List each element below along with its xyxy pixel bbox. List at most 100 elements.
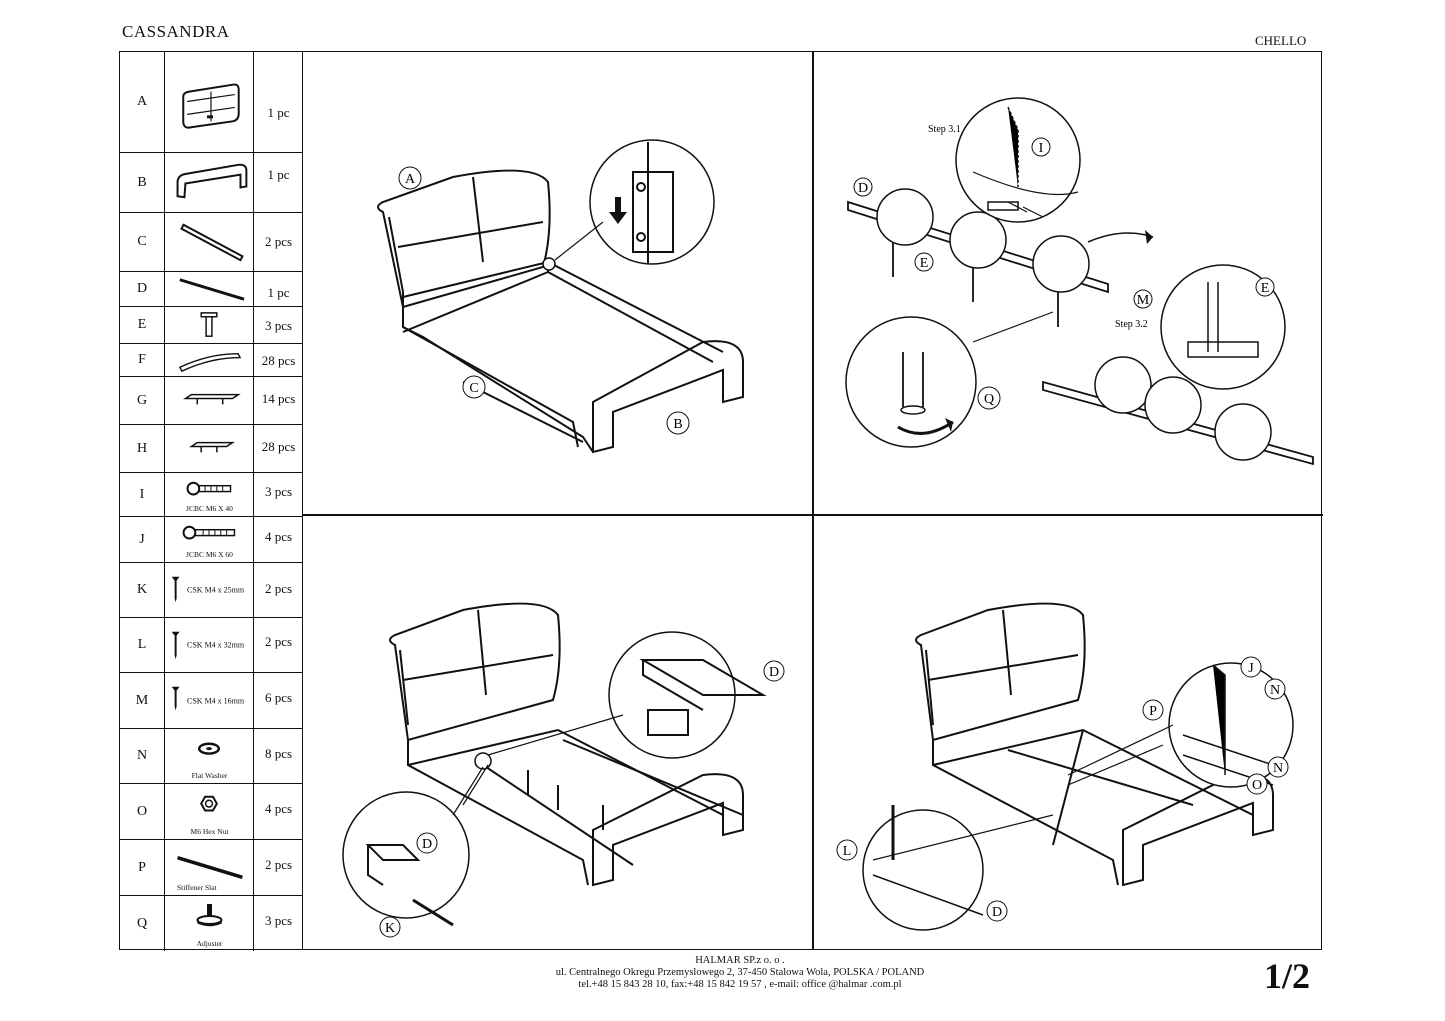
step-4-illustration: J N P N O L D [836, 602, 1294, 931]
part-qty: 1 pc [267, 167, 290, 182]
part-row-j: J JCBC M6 X 60 4 pcs [120, 517, 303, 563]
part-qty: 4 pcs [264, 529, 293, 544]
slat-holder-double-icon [165, 377, 254, 424]
washer-icon: Flat Washer [165, 729, 254, 783]
callout-i: I [1039, 141, 1044, 156]
part-row-e: E 3 pcs [120, 307, 303, 344]
part-letter: H [120, 425, 165, 472]
part-qty: 2 pcs [264, 857, 293, 872]
bolt-long-icon: JCBC M6 X 60 [165, 517, 254, 562]
part-row-i: I JCBC M6 X 40 3 pcs [120, 473, 303, 517]
part-letter: A [120, 52, 165, 152]
screw-icon: CSK M4 x 25mm [165, 563, 254, 617]
callout-a: A [405, 172, 416, 187]
callout-b: B [673, 417, 682, 432]
step-3-2-label: Step 3.2 [1115, 319, 1148, 330]
panel-divider-horizontal [303, 514, 1323, 516]
step-1-callouts: A B C [398, 166, 690, 435]
side-rail-icon [165, 213, 254, 271]
step-1-panel: A B C [303, 52, 812, 514]
headboard-icon [165, 52, 254, 152]
part-letter: M [120, 673, 165, 728]
part-letter: P [120, 840, 165, 895]
part-letter: L [120, 618, 165, 672]
step-3-1-label: Step 3.1 [928, 124, 961, 135]
screw-icon: CSK M4 x 16mm [165, 673, 254, 728]
part-letter: E [120, 307, 165, 343]
parts-list: A 1 pc B 1 pc C 2 pcs D 1 pc [120, 52, 303, 951]
part-qty: 28 pcs [261, 439, 296, 454]
part-row-m: M CSK M4 x 16mm 6 pcs [120, 673, 303, 729]
callout-l: L [843, 844, 852, 859]
step-2-panel: D D K [303, 515, 812, 951]
part-row-k: K CSK M4 x 25mm 2 pcs [120, 563, 303, 618]
part-qty: 6 pcs [264, 690, 293, 705]
instruction-sheet: A 1 pc B 1 pc C 2 pcs D 1 pc [119, 51, 1323, 951]
bolt-icon: JCBC M6 X 40 [165, 473, 254, 516]
part-qty: 1 pc [267, 285, 290, 300]
part-row-o: O M6 Hex Nut 4 pcs [120, 784, 303, 840]
part-qty: 3 pcs [264, 913, 293, 928]
part-letter: O [120, 784, 165, 839]
footboard-icon [165, 153, 254, 212]
part-letter: D [120, 272, 165, 306]
step-2-illustration: D D K [342, 602, 785, 938]
part-caption: Flat Washer [191, 771, 228, 780]
page-number: 1/2 [1264, 956, 1311, 996]
callout-n-2: N [1273, 761, 1283, 776]
part-letter: F [120, 344, 165, 376]
part-caption: Adjuster [196, 939, 223, 948]
screw-icon: CSK M4 x 32mm [165, 618, 254, 672]
part-row-p: P Stiffener Slat 2 pcs [120, 840, 303, 896]
part-caption: CSK M4 x 32mm [187, 640, 245, 650]
slat-icon [165, 344, 254, 376]
part-letter: N [120, 729, 165, 783]
step-3-illustration: Step 3.1 Step 3.2 D I E M E Q [845, 97, 1314, 466]
part-caption: CSK M4 x 25mm [187, 585, 245, 595]
callout-j: J [1248, 661, 1254, 676]
part-qty: 28 pcs [261, 353, 296, 368]
hex-nut-icon: M6 Hex Nut [165, 784, 254, 839]
callout-e: E [920, 256, 929, 271]
part-qty: 3 pcs [264, 484, 293, 499]
callout-c: C [469, 381, 478, 396]
part-letter: Q [120, 896, 165, 951]
part-row-d: D 1 pc [120, 272, 303, 307]
step-2-callouts: D D K [379, 660, 785, 938]
part-caption: M6 Hex Nut [190, 827, 229, 836]
company-name: HALMAR SP.z o. o . [695, 955, 785, 966]
callout-o: O [1252, 778, 1262, 793]
panel-divider-vertical [812, 52, 814, 949]
callout-q: Q [984, 392, 994, 407]
part-qty: 2 pcs [264, 234, 293, 249]
part-row-f: F 28 pcs [120, 344, 303, 377]
part-caption: CSK M4 x 16mm [187, 696, 245, 705]
step-4-callouts: J N P N O L D [836, 656, 1289, 922]
callout-d: D [858, 181, 868, 196]
part-qty: 14 pcs [261, 391, 296, 406]
part-row-c: C 2 pcs [120, 213, 303, 272]
part-qty: 8 pcs [264, 746, 293, 761]
part-row-n: N Flat Washer 8 pcs [120, 729, 303, 784]
company-contact: tel.+48 15 843 28 10, fax:+48 15 842 19 … [578, 979, 902, 990]
part-row-a: A 1 pc [120, 52, 303, 153]
part-row-b: B 1 pc [120, 153, 303, 213]
part-qty: 4 pcs [264, 801, 293, 816]
part-letter: I [120, 473, 165, 516]
step-3-panel: Step 3.1 Step 3.2 D I E M E Q [813, 52, 1323, 514]
part-row-g: G 14 pcs [120, 377, 303, 425]
part-row-l: L CSK M4 x 32mm 2 pcs [120, 618, 303, 673]
product-title-left: CASSANDRA [122, 22, 230, 41]
part-letter: C [120, 213, 165, 271]
slat-holder-single-icon [165, 425, 254, 472]
part-qty: 3 pcs [264, 318, 293, 333]
callout-m: M [1137, 293, 1150, 308]
step-1-illustration: A B C [377, 139, 744, 454]
company-footer: HALMAR SP.z o. o . ul. Centralnego Okreg… [480, 955, 1000, 991]
company-address: ul. Centralnego Okregu Przemyslowego 2, … [555, 967, 925, 978]
callout-p: P [1149, 704, 1157, 719]
callout-d-2: D [422, 837, 432, 852]
part-letter: B [120, 153, 165, 212]
part-qty: 1 pc [267, 105, 290, 120]
part-caption: JCBC M6 X 60 [186, 550, 233, 559]
